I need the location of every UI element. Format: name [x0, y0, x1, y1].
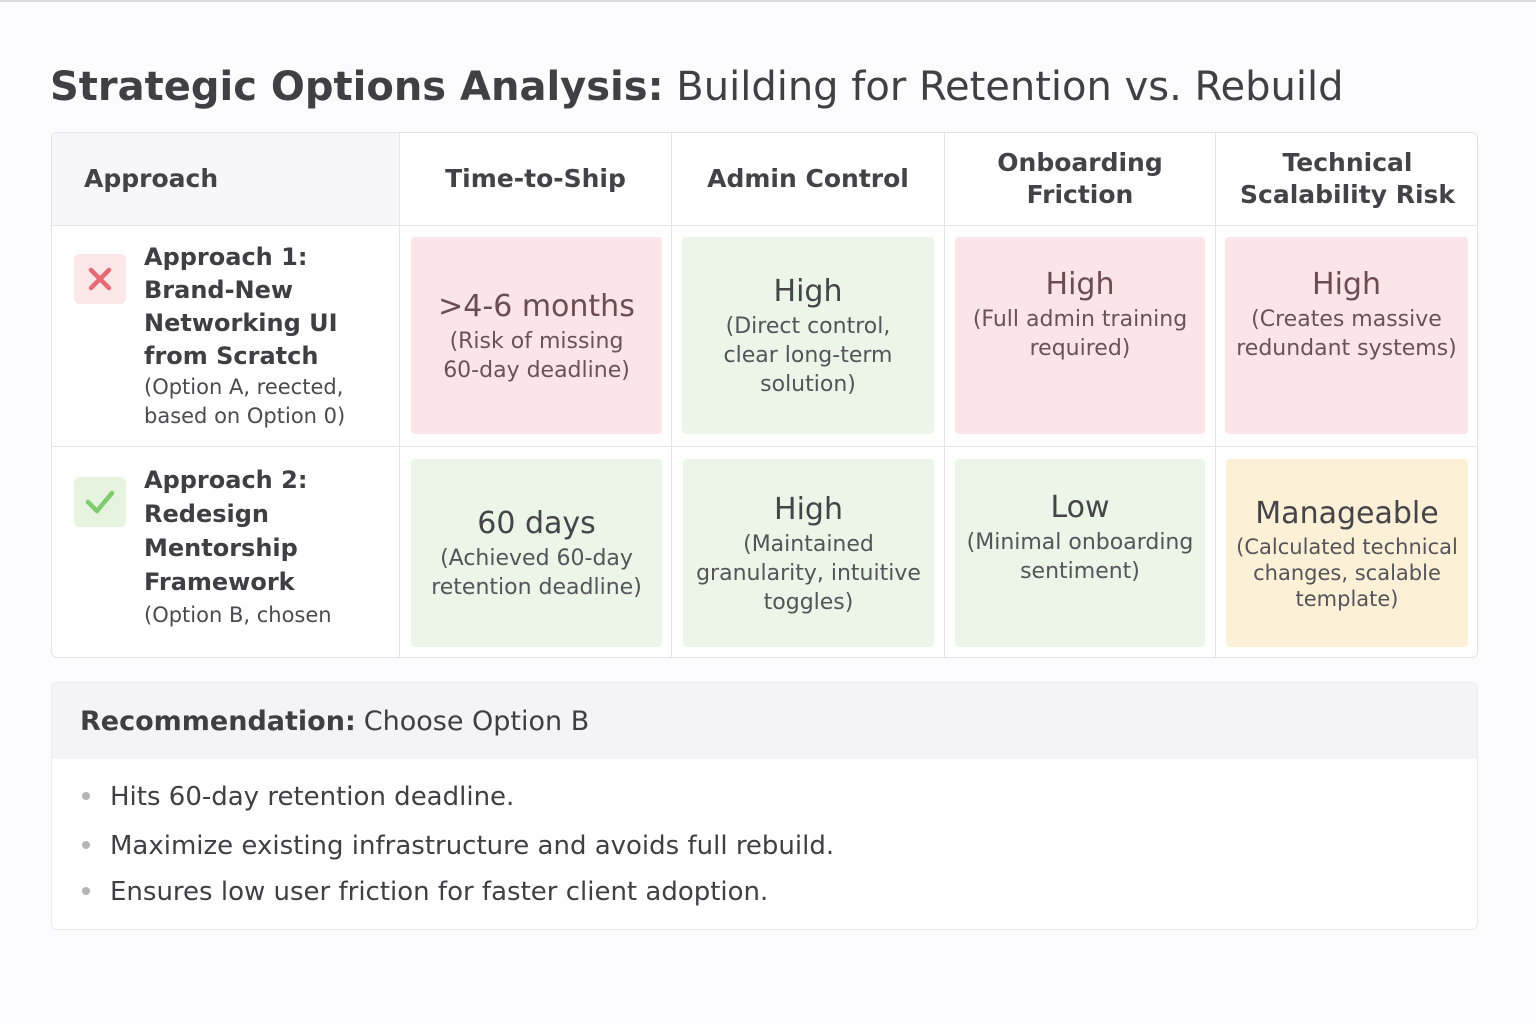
approach-1-text: Approach 1: Brand-New Networking UI from…: [144, 241, 394, 431]
onboarding-friction-cell: High (Full admin training required): [955, 237, 1205, 434]
cell-value: High: [773, 274, 843, 309]
approach-1-title-line: Approach 1:: [144, 243, 308, 271]
row-divider: [52, 225, 1477, 226]
recommendation-label: Recommendation:: [80, 705, 356, 737]
admin-control-cell: High (Maintained granularity, intuitive …: [683, 459, 934, 647]
cell-note-line: 60-day deadline): [443, 357, 630, 383]
options-table: Approach Time-to-Ship Admin Control Onbo…: [51, 132, 1478, 658]
column-divider: [1215, 133, 1216, 657]
scalability-risk-cell: High (Creates massive redundant systems): [1225, 237, 1468, 434]
approach-2-title-line: Redesign: [144, 500, 269, 528]
onboarding-friction-cell: Low (Minimal onboarding sentiment): [955, 459, 1205, 647]
cell-note-line: (Risk of missing: [449, 328, 624, 354]
top-divider: [0, 0, 1536, 2]
recommendation-bullet: Maximize existing infrastructure and avo…: [80, 829, 834, 863]
header-admin-control: Admin Control: [707, 164, 909, 193]
cell-value: High: [774, 491, 843, 527]
cell-note-line: required): [1029, 335, 1131, 361]
approach-1-title-line: from Scratch: [144, 342, 319, 370]
bullet-text: Maximize existing infrastructure and avo…: [110, 831, 835, 861]
column-divider: [944, 133, 945, 657]
cell-note-line: (Calculated technical: [1236, 535, 1458, 559]
approach-2-title-line: Approach 2:: [144, 466, 308, 494]
row-divider: [52, 446, 1477, 447]
approach-2-note-line: (Option B, chosen: [144, 603, 332, 627]
page-title-bold: Strategic Options Analysis:: [50, 64, 664, 110]
approach-1-title-line: Brand-New: [144, 276, 294, 304]
cell-note-line: (Minimal onboarding: [966, 530, 1194, 555]
cell-value: High: [1045, 266, 1115, 302]
cell-note-line: (Achieved 60-day: [440, 546, 633, 571]
cell-note-line: clear long-term: [723, 343, 893, 368]
approach-1-note: (Option A, reected, based on Option 0): [144, 373, 394, 431]
recommendation-header: Recommendation: Choose Option B: [52, 683, 1477, 759]
page-title-rest: Building for Retention vs. Rebuild: [676, 64, 1344, 110]
recommendation-value: Choose Option B: [363, 705, 590, 737]
cell-note-line: solution): [760, 372, 856, 397]
x-icon: [88, 267, 112, 291]
cell-note-line: retention deadline): [431, 575, 642, 600]
header-time-to-ship: Time-to-Ship: [445, 164, 626, 193]
cell-note-line: changes, scalable: [1253, 561, 1441, 585]
column-divider: [399, 133, 400, 657]
header-approach: Approach: [52, 133, 399, 225]
cell-value: High: [1312, 266, 1381, 302]
approach-1-note-line: based on Option 0): [144, 404, 346, 428]
time-to-ship-cell: >4-6 months (Risk of missing 60-day dead…: [411, 237, 662, 434]
approach-1-cell: Approach 1: Brand-New Networking UI from…: [52, 226, 399, 446]
approach-1-title-line: Networking UI: [144, 309, 338, 337]
recommendation-panel: Recommendation: Choose Option B Hits 60-…: [51, 682, 1478, 930]
cell-value: >4-6 months: [438, 288, 635, 324]
approach-2-note: (Option B, chosen: [144, 601, 394, 630]
cell-note-line: redundant systems): [1236, 335, 1457, 361]
chosen-status: [74, 477, 126, 527]
approach-2-title-line: Framework: [144, 568, 295, 596]
approach-1-title: Approach 1: Brand-New Networking UI from…: [144, 241, 394, 373]
page-title: Strategic Options Analysis: Building for…: [50, 60, 1343, 114]
approach-1-note-line: (Option A, reected,: [144, 375, 344, 399]
bullet-dot: [82, 840, 90, 849]
scalability-risk-cell: Manageable (Calculated technical changes…: [1226, 459, 1468, 647]
cell-note-line: (Direct control,: [725, 314, 891, 339]
rejected-status: [74, 254, 126, 304]
approach-2-cell: Approach 2: Redesign Mentorship Framewor…: [52, 447, 399, 657]
header-technical-scalability-risk: Technical Scalability Risk: [1240, 148, 1456, 209]
cell-value: Manageable: [1255, 496, 1439, 531]
cell-note-line: toggles): [763, 589, 854, 615]
cell-note-line: (Maintained: [743, 531, 874, 557]
bullet-dot: [82, 886, 90, 895]
bullet-dot: [82, 791, 90, 800]
recommendation-bullet: Ensures low user friction for faster cli…: [80, 875, 768, 909]
check-icon: [85, 490, 115, 514]
bullet-text: Ensures low user friction for faster cli…: [110, 877, 769, 907]
approach-2-title-line: Mentorship: [144, 534, 298, 562]
cell-note-line: template): [1295, 587, 1399, 611]
column-divider: [671, 133, 672, 657]
cell-note-line: sentiment): [1020, 559, 1140, 584]
bullet-text: Hits 60-day retention deadline.: [110, 782, 515, 812]
cell-note-line: granularity, intuitive: [696, 560, 921, 586]
admin-control-cell: High (Direct control, clear long-term so…: [682, 237, 934, 434]
header-onboarding-friction: Onboarding Friction: [997, 148, 1163, 209]
cell-note-line: (Full admin training: [972, 306, 1188, 332]
approach-2-text: Approach 2: Redesign Mentorship Framewor…: [144, 463, 394, 630]
cell-value: 60 days: [477, 506, 596, 541]
cell-value: Low: [1050, 490, 1110, 525]
approach-2-title: Approach 2: Redesign Mentorship Framewor…: [144, 463, 394, 599]
recommendation-bullet: Hits 60-day retention deadline.: [80, 780, 514, 814]
cell-note-line: (Creates massive: [1251, 306, 1442, 332]
time-to-ship-cell: 60 days (Achieved 60-day retention deadl…: [411, 459, 662, 647]
